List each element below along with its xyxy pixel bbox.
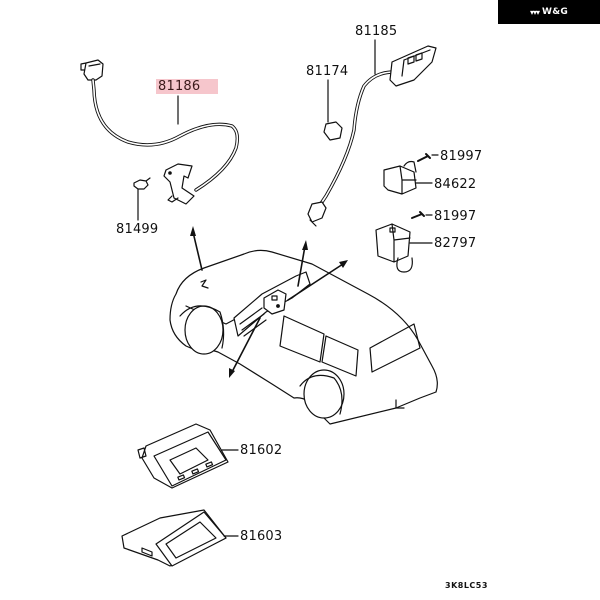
vehicle-dashboard-knob <box>276 304 280 308</box>
vehicle-window-1 <box>280 316 324 362</box>
display-81602-button-2 <box>192 469 199 474</box>
brand-name: W&G <box>541 7 569 17</box>
label-81997-b[interactable]: 81997 <box>434 209 477 224</box>
vehicle-dashboard-switch <box>272 296 277 300</box>
clip-81174 <box>324 122 342 140</box>
part-81499-clip[interactable] <box>134 178 150 189</box>
diagram-code: 3K8LC53 <box>445 581 488 590</box>
unit-82797-slot <box>390 228 395 232</box>
pointer-arrows <box>190 226 348 378</box>
part-81602-display[interactable] <box>138 424 228 488</box>
bracket-81186-hole <box>168 171 172 175</box>
unit-82797-bracket <box>397 258 412 272</box>
vehicle-front-wheel <box>185 306 223 354</box>
vehicle-window-2 <box>322 336 358 376</box>
display-81602-button-3 <box>206 462 213 467</box>
vehicle-outline <box>170 250 437 424</box>
display-81602-tab <box>138 448 146 458</box>
label-81602[interactable]: 81602 <box>240 443 283 458</box>
brand-logo-icon: ▾▾▾ <box>529 7 540 17</box>
arrow-to-81185-head <box>302 240 308 250</box>
part-81174-clip[interactable] <box>324 122 342 140</box>
part-81185-harness[interactable] <box>308 46 436 226</box>
vehicle-hood-logo <box>201 280 208 288</box>
vehicle-body <box>170 250 437 424</box>
switch-housing-81185-face <box>402 50 430 76</box>
label-81185[interactable]: 81185 <box>355 24 398 39</box>
connector-81186-top <box>81 60 103 80</box>
bracket-81186-tip <box>168 196 178 202</box>
screw-81997-a <box>418 154 430 161</box>
arrow-to-modules-head <box>339 260 348 268</box>
arrow-to-81186 <box>193 232 202 270</box>
vehicle-window-rear <box>370 324 420 372</box>
housing-81603-slot <box>142 548 152 556</box>
label-81186[interactable]: 81186 <box>156 79 219 94</box>
label-81603[interactable]: 81603 <box>240 529 283 544</box>
part-81603-housing[interactable] <box>122 510 226 566</box>
vehicle-dashboard-cluster <box>264 290 286 314</box>
part-82797-unit[interactable] <box>376 224 412 272</box>
label-82797[interactable]: 82797 <box>434 236 477 251</box>
relay-84622-tab <box>404 162 416 173</box>
brand-bar: ▾▾▾ W&G <box>498 0 600 24</box>
connector-81186-detail <box>89 64 100 66</box>
vehicle-rear-arch <box>300 375 342 414</box>
part-81997-screw-b[interactable] <box>412 212 424 218</box>
part-84622-relay[interactable] <box>384 162 416 195</box>
clip-81499 <box>134 178 150 189</box>
display-81602-screen <box>170 448 208 474</box>
vehicle-front-arch <box>180 306 224 348</box>
display-81602-bezel <box>154 432 226 486</box>
relay-84622 <box>384 166 416 194</box>
vehicle-rear-wheel <box>304 370 344 418</box>
switch-housing-81185 <box>390 46 436 86</box>
arrow-to-displays-head <box>229 368 235 378</box>
label-81174[interactable]: 81174 <box>306 64 349 79</box>
vehicle-rear-bumper <box>396 400 404 408</box>
cable-81185-inner <box>318 72 394 208</box>
housing-81603-window <box>166 522 216 558</box>
label-84622[interactable]: 84622 <box>434 177 477 192</box>
display-81602-button-1 <box>178 475 185 480</box>
bracket-81186 <box>164 164 194 204</box>
arrow-to-displays <box>232 318 260 372</box>
arrow-to-81186-head <box>190 226 196 236</box>
arrow-to-81185 <box>298 246 305 286</box>
arrow-to-modules <box>288 264 343 300</box>
unit-82797 <box>376 224 410 262</box>
cable-81186-inner <box>93 80 237 190</box>
screw-81997-b <box>412 212 424 218</box>
label-81499[interactable]: 81499 <box>116 222 159 237</box>
part-81186-cable[interactable] <box>81 60 237 204</box>
part-81997-screw-a[interactable] <box>418 154 430 161</box>
connector-81185-bottom <box>308 202 326 226</box>
housing-81603-bezel <box>156 512 226 566</box>
label-81997-a[interactable]: 81997 <box>440 149 483 164</box>
